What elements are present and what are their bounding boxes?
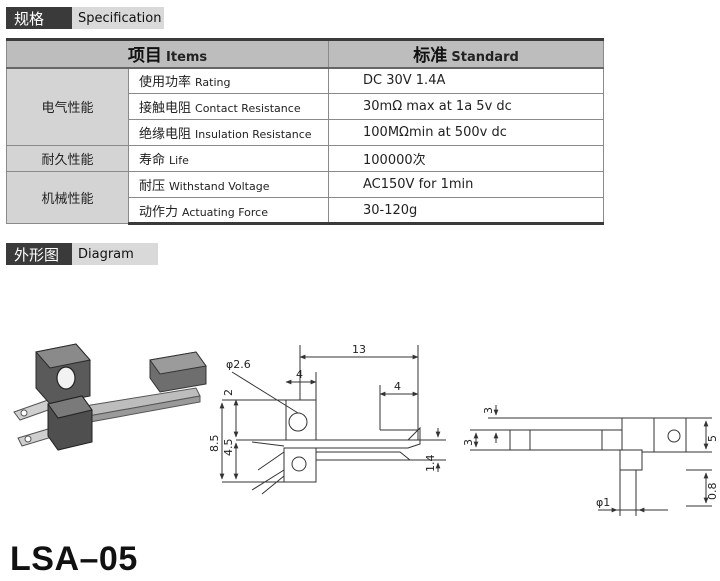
specification-title-en: Specification [72,7,164,29]
group-electrical: 电气性能 [6,67,129,146]
item-label-en: Life [169,154,189,167]
table-header-row: 项目 Items 标准 Standard [6,38,604,69]
header-items-cn: 项目 [127,46,162,67]
group-durability: 耐久性能 [6,145,129,172]
item-label-en: Actuating Force [182,205,269,219]
item-label-cn: 绝缘电阻 [139,127,192,142]
specification-title-cn: 规格 [6,7,72,29]
dim-4-5-label: 4.5 [222,439,235,457]
dim-4-top-label: 4 [296,368,303,381]
front-view-dimension-labels: 13 4 4 φ2.6 2 8.5 4.5 1.4 [208,343,437,472]
item-label-cn: 接触电阻 [139,101,192,116]
specification-section-header: 规格 Specification [6,7,164,29]
dim-2-label: 2 [222,389,235,396]
item-label-cn: 耐压 [139,179,166,194]
diagram-title-cn: 外形图 [6,243,72,265]
header-items-en: Items [166,50,208,66]
side-view-dimension-labels: 3 3 5 0.8 φ1 [462,407,719,509]
dim-side-5-label: 5 [706,435,719,442]
value-insulation-resistance: 100MΩmin at 500v dc [328,119,604,146]
header-items: 项目 Items [6,38,329,69]
item-label-en: Withstand Voltage [169,180,270,193]
dim-phi26-label: φ2.6 [226,358,251,371]
value-actuating-force: 30-120g [328,197,604,225]
item-label-cn: 使用功率 [139,75,192,91]
item-label-cn: 寿命 [139,153,166,168]
header-standard-cn: 标准 [413,46,448,67]
front-view-drawing [219,345,446,495]
dim-4-tab-label: 4 [394,380,401,393]
value-withstand-voltage: AC150V for 1min [328,171,604,198]
switch-diagram: 13 4 4 φ2.6 2 8.5 4.5 1.4 [13,343,719,516]
side-view-drawing [470,405,712,516]
header-standard: 标准 Standard [328,38,604,69]
value-life: 100000次 [328,145,604,172]
value-contact-resistance: 30mΩ max at 1a 5v dc [328,93,604,120]
diagram-section-header: 外形图 Diagram [6,243,158,265]
value-rating: DC 30V 1.4A [328,67,604,94]
dim-side-3a-label: 3 [482,407,495,414]
item-label-en: Contact Resistance [195,102,301,115]
dim-1-4-label: 1.4 [424,455,437,473]
item-label-cn: 动作力 [139,204,179,220]
dim-side-phi1-label: φ1 [596,496,610,509]
dim-8-5-label: 8.5 [208,435,221,453]
header-standard-en: Standard [451,50,519,66]
product-3d-render [13,343,207,451]
model-number: LSA–05 [10,540,138,578]
diagram-title-en: Diagram [72,243,158,265]
item-label-en: Rating [195,76,231,90]
group-mechanical: 机械性能 [6,171,129,224]
dim-side-3b-label: 3 [462,439,475,446]
dim-13-label: 13 [352,343,366,356]
dim-side-0-8-label: 0.8 [706,483,719,501]
item-label-en: Insulation Resistance [195,128,312,141]
